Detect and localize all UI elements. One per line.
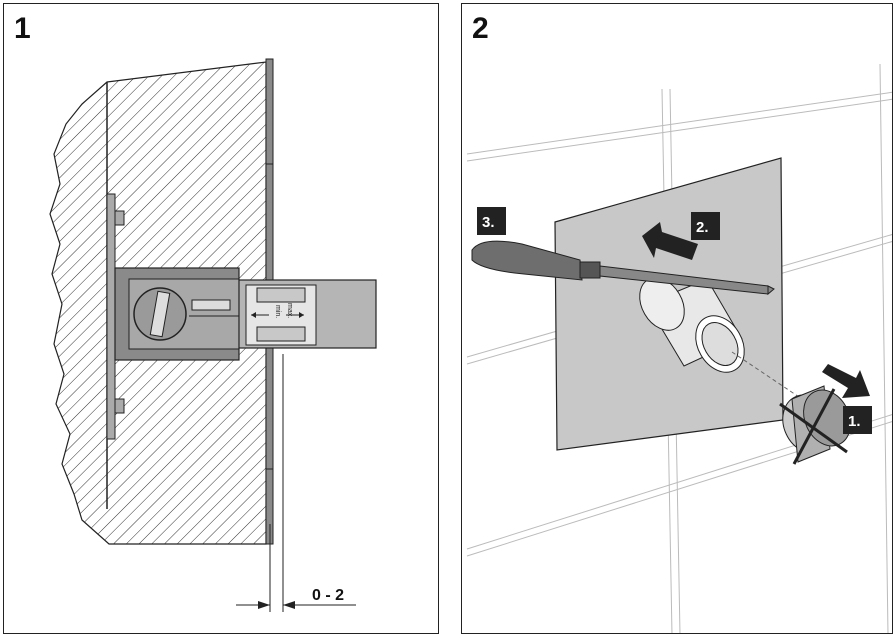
step-1-tag: 1. [843,406,872,434]
step-1-label: 1. [848,413,861,430]
panel-1: 1 min. max. [3,3,439,634]
slider-min-label: min. [274,305,281,318]
end-cap-removed [779,385,851,465]
step-2-tag: 2. [691,212,720,240]
step-3-label: 3. [482,214,495,231]
dimension-label: 0 - 2 [312,587,344,604]
arrow-step-1 [822,364,870,398]
panel-1-number: 1 [14,12,31,45]
arrow-step-2 [642,222,698,260]
panel-2-number: 2 [472,12,489,45]
slider-max-label: max. [286,303,293,318]
panel-1-drawing: min. max. 0 - 2 [49,58,377,612]
step-3-tag: 3. [477,207,506,235]
screwdriver [471,240,775,296]
panel-2: 2 [461,3,893,634]
step-2-label: 2. [696,219,709,236]
panel-2-drawing: 1. 2. 3. [466,63,892,633]
mounting-plate [106,193,116,440]
sleeve-tube [639,277,745,373]
